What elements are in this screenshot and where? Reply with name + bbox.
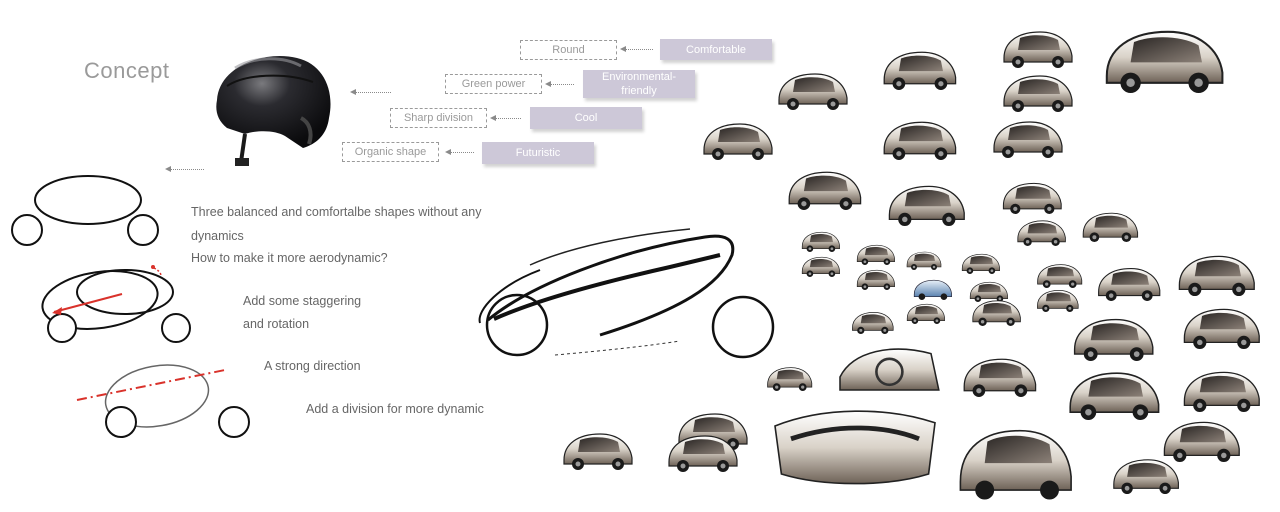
quality-tag-futuristic: Futuristic [482,142,594,164]
shape-study-direction [76,364,250,438]
car-sketch-collage [563,30,1260,500]
concept-title: Concept [84,58,170,83]
shape-box-round: Round [520,40,617,60]
note-line2: dynamics [191,229,244,243]
note-line1: Three balanced and comfortalbe shapes wi… [191,205,482,219]
note-direction: A strong direction [264,359,361,373]
note-stagger-2: and rotation [243,317,310,331]
arrow-1 [620,45,653,52]
quality-tag-cool: Cool [530,107,642,129]
arrow-helmet-to-shapes [165,165,204,172]
shape-box-organic-shape: Organic shape [342,142,439,162]
note-stagger-1: Add some staggering [243,294,362,308]
shape-study-balanced [11,175,159,246]
shape-study-staggered [41,265,191,343]
gesture-car-sketch [478,228,775,359]
helmet-image [216,55,331,166]
arrow-2 [545,80,574,87]
arrow-box-to-helmet [350,88,391,95]
note-division: Add a division for more dynamic [306,402,484,416]
note-line3: How to make it more aerodynamic? [191,251,388,265]
car-sketch [1105,30,1224,95]
arrow-3 [490,114,521,121]
shape-box-sharp-division: Sharp division [390,108,487,128]
shape-box-green-power: Green power [445,74,542,94]
arrow-4 [445,148,474,155]
quality-tag-comfortable: Comfortable [660,39,772,60]
quality-tag-environmental: Environmental-friendly [583,70,695,98]
